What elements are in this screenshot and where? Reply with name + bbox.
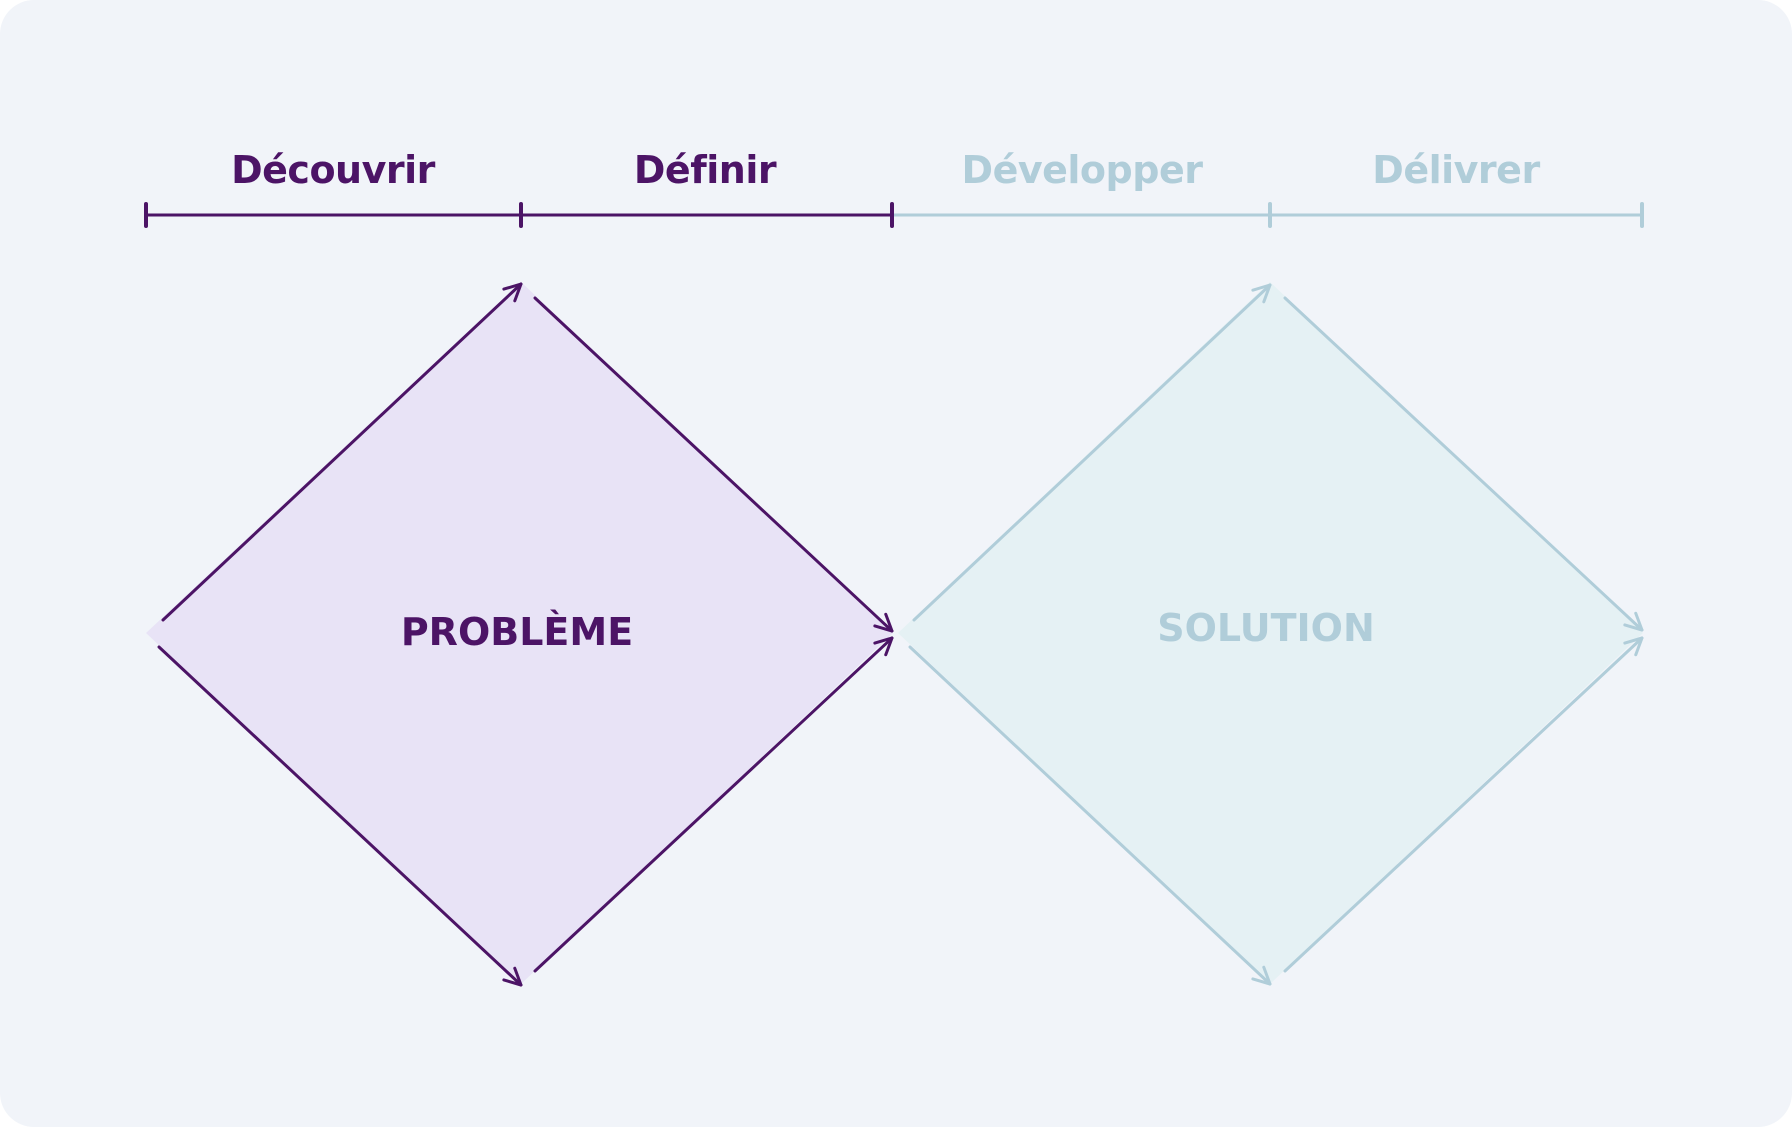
phase-label-definir: Définir: [633, 148, 777, 192]
phase-label-delivrer: Délivrer: [1372, 148, 1540, 192]
arrow-solution-diverge-up: [912, 283, 1272, 622]
phase-label-developper: Développer: [961, 148, 1203, 192]
arrow-problem-diverge-down: [157, 645, 523, 987]
arrow-problem-converge-up: [533, 636, 894, 973]
arrow-problem-converge-down: [533, 296, 894, 633]
arrow-solution-diverge-down: [908, 645, 1272, 986]
phase-label-decouvrir: Découvrir: [231, 148, 435, 192]
arrow-solution-converge-down: [1283, 296, 1644, 632]
solution-diamond-title: SOLUTION: [1157, 606, 1375, 650]
problem-diamond-title: PROBLÈME: [400, 610, 634, 654]
arrow-problem-diverge-up: [161, 282, 523, 622]
arrow-solution-converge-up: [1283, 636, 1644, 973]
